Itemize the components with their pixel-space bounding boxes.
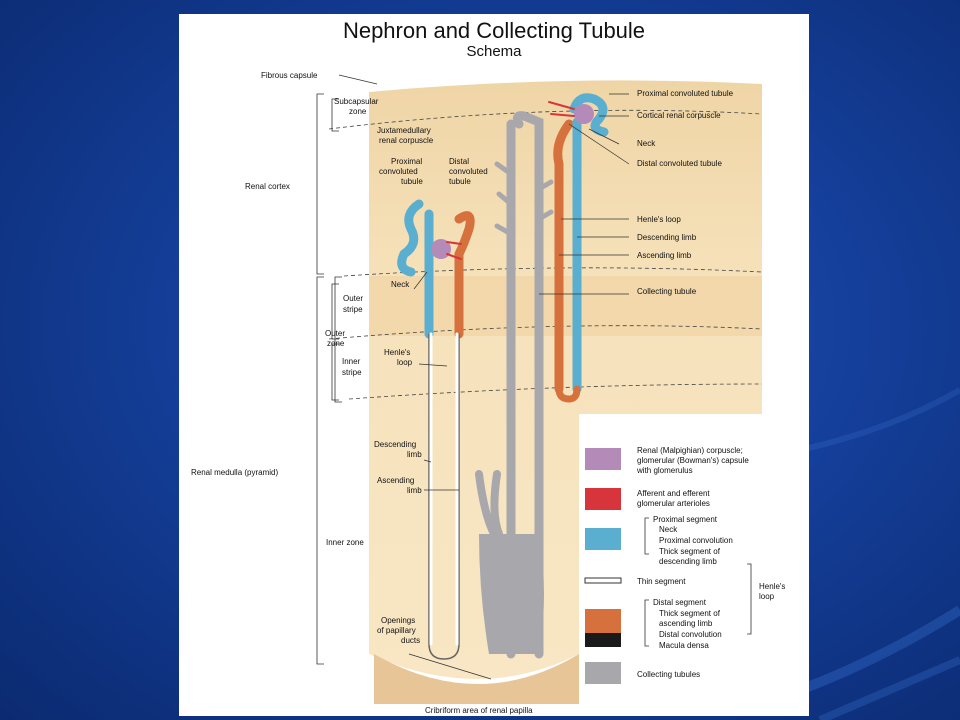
collecting-tubule — [475, 111, 554, 659]
background-stripes — [800, 387, 960, 720]
zone-brackets — [316, 93, 342, 665]
label-asc-left-2: limb — [407, 486, 422, 495]
label-cribriform: Cribriform area of renal papilla — [425, 706, 533, 715]
label-outer-stripe-2: stripe — [343, 305, 363, 314]
legend-swatch-corpuscle — [585, 448, 621, 470]
figure-subtitle: Schema — [466, 43, 522, 60]
label-juxtamedullary-2: renal corpuscle — [379, 136, 434, 145]
legend-prox-neck: Neck — [659, 525, 678, 534]
label-prox-right: Proximal convoluted tubule — [637, 89, 734, 98]
nephron-diagram: Fibrous capsule Subcapsular zone Renal c… — [191, 71, 809, 716]
label-distal-left-3: tubule — [449, 177, 471, 186]
legend-corpuscle-1: Renal (Malpighian) corpuscle; — [637, 446, 743, 455]
legend-distal-conv: Distal convolution — [659, 630, 722, 639]
label-prox-left-1: Proximal — [391, 157, 422, 166]
legend-distal-seg: Distal segment — [653, 598, 707, 607]
label-desc-left-2: limb — [407, 450, 422, 459]
legend-arterioles-2: glomerular arterioles — [637, 499, 710, 508]
legend-prox-seg: Proximal segment — [653, 515, 718, 524]
label-asc-right: Ascending limb — [637, 251, 692, 260]
legend-arterioles-1: Afferent and efferent — [637, 489, 710, 498]
legend-distal-thick-2: ascending limb — [659, 619, 713, 628]
label-cortical-corpuscle: Cortical renal corpuscle — [637, 111, 721, 120]
label-distal-right: Distal convoluted tubule — [637, 159, 722, 168]
label-neck-left: Neck — [391, 280, 410, 289]
label-prox-left-3: tubule — [401, 177, 423, 186]
legend-swatch-macula — [585, 633, 621, 647]
leader-lines — [338, 74, 630, 680]
label-inner-stripe-1: Inner — [342, 357, 361, 366]
label-openings-3: ducts — [401, 636, 420, 645]
legend-swatch-collecting — [585, 662, 621, 684]
label-desc-left-1: Descending — [374, 440, 416, 449]
label-neck-right: Neck — [637, 139, 656, 148]
label-renal-cortex: Renal cortex — [245, 182, 290, 191]
label-openings-2: of papillary — [377, 626, 416, 635]
outer-stripe-band — [369, 276, 762, 336]
legend-macula: Macula densa — [659, 641, 709, 650]
label-prox-left-2: convoluted — [379, 167, 418, 176]
label-fibrous-capsule: Fibrous capsule — [261, 71, 318, 80]
label-outer-zone-1: Outer — [325, 329, 345, 338]
legend-prox-conv: Proximal convolution — [659, 536, 733, 545]
label-subcapsular-zone-1: Subcapsular — [334, 97, 379, 106]
legend-henle-2: loop — [759, 592, 775, 601]
label-distal-left-1: Distal — [449, 157, 469, 166]
legend: Renal (Malpighian) corpuscle; glomerular… — [579, 414, 809, 716]
legend-swatch-arterioles — [585, 488, 621, 510]
cortical-nephron — [548, 93, 609, 403]
label-subcapsular-zone-2: zone — [349, 107, 367, 116]
legend-thin-seg: Thin segment — [637, 577, 686, 586]
legend-corpuscle-2: glomerular (Bowman's) capsule — [637, 456, 749, 465]
legend-swatch-proximal — [585, 528, 621, 550]
label-henle-left-1: Henle's — [384, 348, 410, 357]
legend-henle-1: Henle's — [759, 582, 785, 591]
label-inner-zone: Inner zone — [326, 538, 364, 547]
label-henle-right: Henle's loop — [637, 215, 681, 224]
figure-panel: Nephron and Collecting Tubule Schema — [179, 14, 809, 716]
label-juxtamedullary-1: Juxtamedullary — [377, 126, 431, 135]
label-inner-stripe-2: stripe — [342, 368, 362, 377]
legend-distal-thick-1: Thick segment of — [659, 609, 721, 618]
label-outer-stripe-1: Outer — [343, 294, 363, 303]
legend-corpuscle-3: with glomerulus — [636, 466, 693, 475]
label-outer-zone-2: zone — [327, 339, 345, 348]
label-openings-1: Openings — [381, 616, 415, 625]
juxtamedullary-nephron — [397, 199, 475, 660]
label-distal-left-2: convoluted — [449, 167, 488, 176]
figure-title: Nephron and Collecting Tubule — [342, 18, 646, 43]
papilla-tip — [374, 654, 579, 704]
legend-swatch-distal — [585, 609, 621, 633]
legend-collecting-tubules: Collecting tubules — [637, 670, 700, 679]
label-asc-left-1: Ascending — [377, 476, 414, 485]
label-collecting: Collecting tubule — [637, 287, 697, 296]
label-desc-right: Descending limb — [637, 233, 697, 242]
legend-prox-thick-1: Thick segment of — [659, 547, 721, 556]
legend-prox-thick-2: descending limb — [659, 557, 717, 566]
label-renal-medulla: Renal medulla (pyramid) — [191, 468, 278, 477]
label-henle-left-2: loop — [397, 358, 413, 367]
legend-swatch-thin — [584, 577, 622, 584]
